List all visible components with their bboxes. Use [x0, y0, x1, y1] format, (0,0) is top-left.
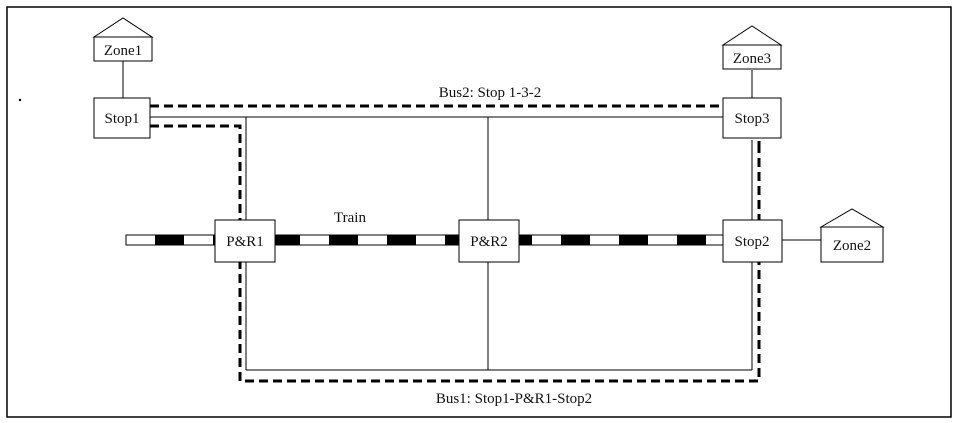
park-and-ride-2-box: [458, 219, 520, 263]
zone-1-label: Zone1: [104, 43, 142, 59]
diagram-frame: [6, 6, 952, 418]
zone-2-box: [820, 226, 884, 263]
zone-2-label: Zone2: [833, 238, 871, 254]
stop-1-box: [93, 97, 151, 139]
train-rail-block: [677, 235, 706, 245]
park-and-ride-1-label: P&R1: [226, 234, 264, 250]
train-rail-block: [329, 235, 358, 245]
zone-1-box: [93, 36, 153, 62]
zone-3-box: [722, 44, 782, 70]
zone-3-roof: [721, 25, 783, 46]
train-rail-block: [619, 235, 648, 245]
train-label: Train: [334, 210, 366, 226]
stray-dot: [18, 98, 22, 102]
bus1-route: [150, 124, 761, 383]
zone-1-roof: [92, 17, 154, 38]
zone-2: Zone2: [819, 208, 885, 263]
zone-3-label: Zone3: [733, 51, 771, 67]
stop-2: Stop2: [722, 219, 783, 263]
park-and-ride-1: P&R1: [214, 219, 276, 263]
train-rail-block: [387, 235, 416, 245]
train-rail-block: [561, 235, 590, 245]
stop-3: Stop3: [722, 97, 782, 139]
zone-2-roof: [819, 208, 885, 228]
train-rail-block: [271, 235, 300, 245]
stop-2-box: [722, 219, 783, 263]
stop-3-box: [722, 97, 782, 139]
stop-1-label: Stop1: [104, 111, 139, 127]
train-rail-block: [155, 235, 184, 245]
bus1-label: Bus1: Stop1-P&R1-Stop2: [436, 391, 592, 407]
zone-3: Zone3: [721, 25, 783, 70]
stop-3-label: Stop3: [734, 111, 769, 127]
stop-2-label: Stop2: [734, 234, 769, 250]
park-and-ride-2-label: P&R2: [470, 234, 508, 250]
stop-1: Stop1: [93, 97, 151, 139]
zone-1: Zone1: [92, 17, 154, 62]
bus2-label: Bus2: Stop 1-3-2: [439, 85, 542, 101]
park-and-ride-1-box: [214, 219, 276, 263]
park-and-ride-2: P&R2: [458, 219, 520, 263]
